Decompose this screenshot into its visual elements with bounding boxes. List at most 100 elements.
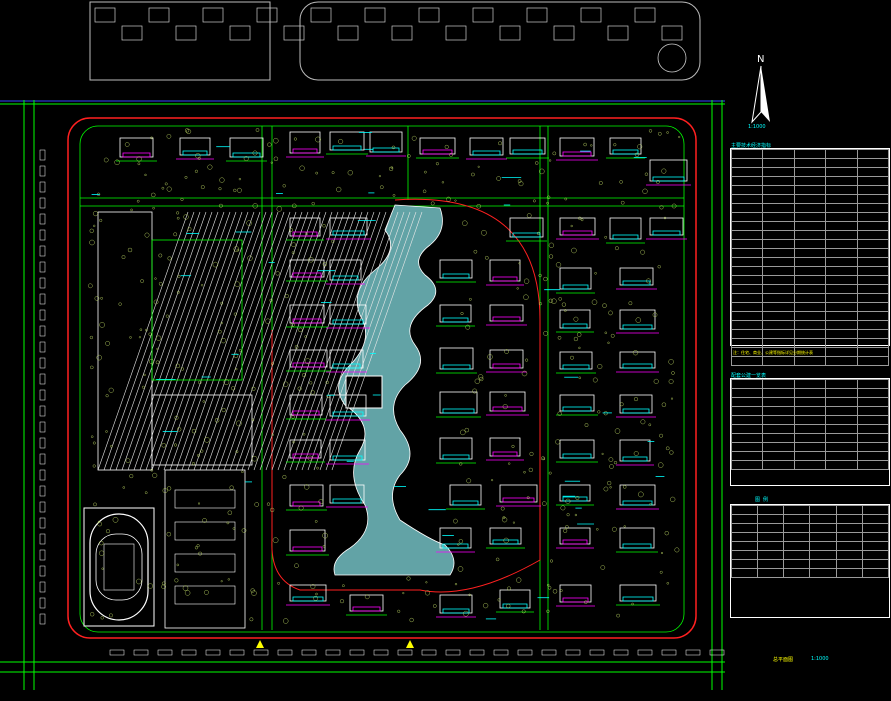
- residential-building: [559, 394, 595, 412]
- tree-symbol: [634, 397, 639, 402]
- tree-symbol: [504, 349, 509, 354]
- tree-symbol: [454, 199, 457, 202]
- tree-symbol: [326, 394, 330, 398]
- parking-bay: [685, 649, 701, 656]
- tree-symbol: [322, 545, 326, 548]
- tree-symbol: [156, 335, 162, 341]
- tree-symbol: [607, 481, 612, 486]
- tree-symbol: [338, 138, 344, 144]
- tree-symbol: [112, 517, 119, 523]
- tree-symbol: [597, 364, 603, 370]
- tree-symbol: [583, 142, 587, 147]
- hatch-line: [193, 211, 285, 471]
- tree-symbol: [137, 162, 141, 166]
- tree-symbol: [304, 358, 311, 364]
- tree-symbol: [559, 589, 563, 592]
- tree-symbol: [129, 474, 134, 479]
- tree-symbol: [539, 302, 543, 306]
- tree-symbol: [289, 227, 293, 232]
- tree-symbol: [555, 439, 561, 445]
- tree-symbol: [233, 312, 237, 316]
- tree-symbol: [152, 472, 158, 478]
- tree-symbol: [272, 537, 279, 544]
- tree-symbol: [121, 255, 126, 260]
- parking-bay: [39, 549, 46, 561]
- tree-symbol: [187, 227, 192, 232]
- tree-symbol: [89, 228, 94, 233]
- tree-symbol: [635, 317, 641, 323]
- residential-building: [509, 217, 544, 238]
- tree-symbol: [89, 239, 95, 246]
- building-podium: [622, 596, 654, 602]
- tree-symbol: [141, 385, 145, 389]
- entrance-marker-icon: [256, 640, 264, 648]
- tree-symbol: [498, 141, 502, 146]
- tree-symbol: [613, 461, 618, 465]
- tree-symbol: [632, 350, 639, 356]
- tree-symbol: [424, 170, 427, 174]
- hatch-line: [331, 211, 423, 471]
- tree-symbol: [653, 378, 659, 384]
- residential-building: [419, 137, 456, 155]
- tree-symbol: [668, 379, 674, 384]
- tree-symbol: [197, 454, 200, 457]
- tree-symbol: [547, 586, 552, 590]
- tree-symbol: [604, 235, 608, 239]
- tree-symbol: [136, 578, 142, 585]
- tree-symbol: [297, 386, 302, 391]
- parking-bay: [109, 649, 125, 656]
- tree-symbol: [161, 581, 166, 586]
- north-label: N: [757, 54, 764, 65]
- tree-symbol: [557, 411, 562, 416]
- parking-bay: [39, 213, 46, 225]
- roundabout: [657, 43, 687, 73]
- parking-bay: [325, 649, 341, 656]
- parking-bay: [39, 309, 46, 321]
- tree-symbol: [663, 216, 667, 220]
- tree-symbol: [90, 365, 94, 370]
- tree-symbol: [535, 161, 539, 165]
- tree-symbol: [518, 181, 524, 187]
- tree-symbol: [674, 547, 680, 553]
- building-podium: [652, 230, 681, 236]
- tree-symbol: [640, 249, 645, 255]
- tree-symbol: [402, 592, 405, 595]
- parking-bay: [253, 649, 269, 656]
- tree-symbol: [523, 471, 526, 474]
- parking-bay: [277, 649, 293, 656]
- residential-building: [619, 394, 653, 414]
- parking-bay: [39, 581, 46, 593]
- tree-symbol: [108, 387, 114, 393]
- tree-symbol: [548, 298, 553, 303]
- tree-symbol: [97, 521, 102, 527]
- residential-building: [449, 484, 482, 506]
- entrance-marker-icon: [406, 640, 414, 648]
- building-podium: [622, 408, 650, 414]
- tree-symbol: [197, 502, 200, 505]
- tree-symbol: [155, 360, 160, 365]
- tree-symbol: [177, 274, 181, 278]
- residential-building: [489, 391, 526, 412]
- tree-symbol: [247, 255, 253, 261]
- hatch-line: [145, 211, 237, 471]
- building-podium: [332, 275, 359, 281]
- residential-building: [559, 217, 596, 236]
- tree-symbol: [563, 528, 568, 533]
- tree-symbol: [517, 179, 522, 183]
- tree-symbol: [548, 242, 555, 248]
- tree-symbol: [315, 171, 319, 175]
- tree-symbol: [304, 484, 310, 490]
- tree-symbol: [109, 613, 113, 618]
- tree-symbol: [666, 582, 669, 585]
- parking-bay: [39, 181, 46, 193]
- parking-bay: [541, 649, 557, 656]
- tree-symbol: [283, 381, 289, 387]
- drawing-title: 总平面图: [773, 657, 794, 663]
- parking-bay: [39, 613, 46, 625]
- school-building: [174, 553, 236, 573]
- building-podium: [182, 150, 208, 156]
- tree-symbol: [290, 322, 295, 327]
- parking-bay: [205, 649, 221, 656]
- parking-bay: [157, 649, 173, 656]
- residential-building: [289, 584, 327, 602]
